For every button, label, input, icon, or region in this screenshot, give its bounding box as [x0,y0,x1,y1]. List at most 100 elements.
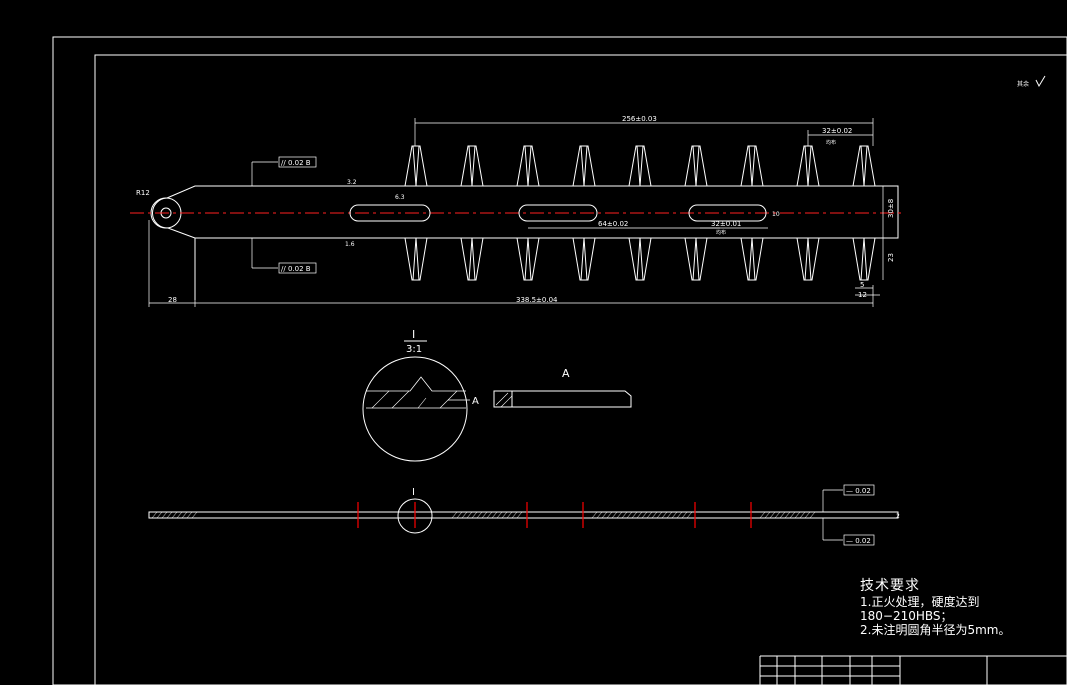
hatch-line [161,511,168,519]
tooth-top [628,145,652,187]
section-view: A [493,367,632,408]
hatch-line [191,511,198,519]
hatch-line [626,511,633,519]
dim-slot-height: 10 [772,211,780,218]
hatch-line [616,511,623,519]
roughness-symbol-label: 其余 [1017,80,1029,88]
technical-requirements: 技术要求 1.正火处理，硬度达到 180−210HBS； 2.未注明圆角半径为5… [860,579,1010,637]
hatch-line [671,511,678,519]
hatch-line [176,511,183,519]
tooth-top [572,145,596,187]
detail-view: I 3:1 A [362,328,479,462]
hatch-line [186,511,193,519]
dim-pitch-total: 256±0.03 [622,115,657,123]
tolerance-frame [278,262,317,274]
tooth-top [740,145,764,187]
hatch-line [456,511,463,519]
hatch-line [611,511,618,519]
detail-circle [362,356,468,462]
main-view: // 0.02 B // 0.02 B 256±0.03 32±0.02 均布 … [130,115,905,307]
technical-requirements-line: 2.未注明圆角半径为5mm。 [860,623,1011,637]
hatch-line [799,511,806,519]
tolerance-parallel-bottom: // 0.02 B [281,265,311,273]
hatch-line [681,511,688,519]
hatch-line [769,511,776,519]
hatch-line [621,511,628,519]
tooth-top [852,145,876,187]
tooth-top [684,145,708,187]
tooth-top [796,145,820,187]
dim-overall-length: 338.5±0.04 [516,296,558,304]
dim-slot-length: 32±0.01 [711,220,741,228]
hatch-line [676,511,683,519]
hatch-line [491,511,498,519]
hatch-line [686,511,693,519]
dim-tooth-tip: 5 [860,281,864,289]
hatch-line [759,511,766,519]
dim-radius-end: R12 [136,189,150,197]
tolerance-parallel-top: // 0.02 B [281,159,311,167]
hatch-line [651,511,658,519]
tooth-bottom [516,237,540,281]
hatch-line [656,511,663,519]
hatch-line [181,511,188,519]
blade-outline [152,185,899,300]
tooth-top [404,145,428,187]
hatch-line [661,511,668,519]
hatch-line [601,511,608,519]
hatch-line [501,511,508,519]
dim-left-offset: 28 [168,296,177,304]
hatch-line [461,511,468,519]
outer-frame [52,36,1067,685]
roughness-value: 1.6 [345,241,355,248]
hatch-line [809,511,816,519]
detail-tooth-section [366,376,466,409]
dim-blade-width: 30±8 [887,199,895,218]
slot [688,204,767,222]
section-marks [357,502,752,528]
detail-view-label: I [412,328,415,341]
dim-slot-note: 均布 [716,229,726,236]
hatch-line [779,511,786,519]
tooth-bottom [852,237,876,281]
hatch-line [516,511,523,519]
roughness-value: 6.3 [395,194,405,201]
hatch-line [631,511,638,519]
inner-frame [94,54,1067,685]
section-hatch [495,392,513,408]
hatch-line [506,511,513,519]
side-view: I 2 — 0.02 — 0.02 [148,484,900,546]
tooth-bottom [740,237,764,281]
hatch-line [641,511,648,519]
hatch-line [646,511,653,519]
tooth-bottom [628,237,652,281]
section-view-label: A [562,367,570,380]
title-block [759,655,1067,685]
hatch-line [486,511,493,519]
hatch-line [166,511,173,519]
tooth-bottom [404,237,428,281]
roughness-check-icon [1035,75,1046,88]
hatch-line [794,511,801,519]
detail-hatch [371,390,458,409]
hatch-line [471,511,478,519]
dimension-lines [148,118,884,307]
side-thickness: 2 [896,513,900,520]
hatch-line [606,511,613,519]
hatch-line [784,511,791,519]
slots-group [349,204,767,222]
hatch-line [156,511,163,519]
hatch-line [666,511,673,519]
hatch-line [451,511,458,519]
dim-tooth-height: 23 [887,253,895,262]
slot [349,204,431,222]
side-detail-marker: I [412,487,415,498]
hatch-line [466,511,473,519]
hatch-line [789,511,796,519]
teeth-group [404,145,876,281]
tolerance-flat-top: — 0.02 [846,487,871,495]
dim-tooth-pitch-note: 均布 [826,139,836,146]
hatch-line [496,511,503,519]
tolerance-frame [278,156,317,168]
hatch-line [596,511,603,519]
